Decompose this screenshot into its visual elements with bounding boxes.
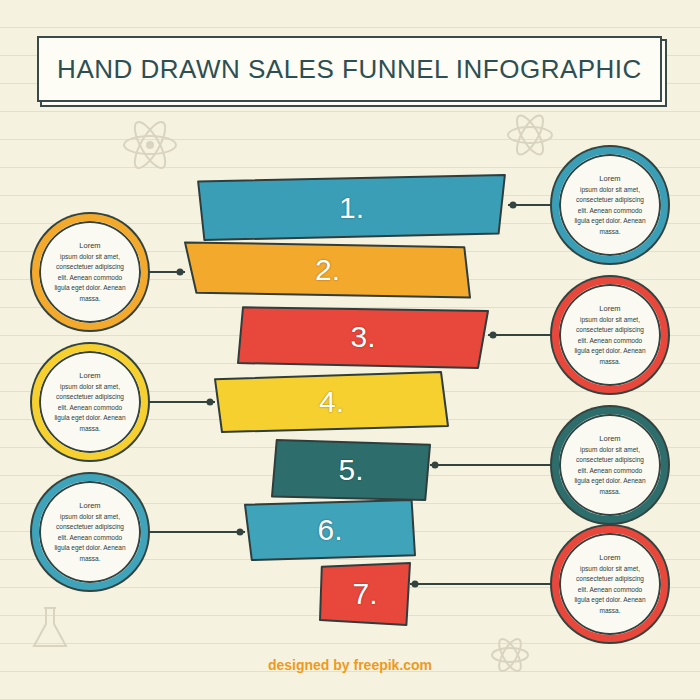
step-number: 3. (350, 322, 375, 352)
circle-body-text: ipsum dolor sit amet, consectetuer adipi… (54, 382, 126, 434)
circle-heading: Lorem (574, 552, 646, 564)
funnel-band: 1. (195, 175, 508, 240)
line-segment (148, 401, 215, 403)
circle-heading: Lorem (54, 370, 126, 382)
leader-line (148, 529, 245, 536)
leader-line (148, 399, 215, 406)
circle-body-text: ipsum dolor sit amet, consectetuer adipi… (574, 315, 646, 367)
info-circle: Loremipsum dolor sit amet, consectetuer … (552, 147, 668, 263)
line-dot (510, 202, 517, 209)
line-dot (490, 332, 497, 339)
step-number: 4. (319, 387, 344, 417)
leader-line (410, 581, 552, 588)
info-circle: Loremipsum dolor sit amet, consectetuer … (32, 474, 148, 590)
circle-text: Loremipsum dolor sit amet, consectetuer … (574, 552, 646, 616)
leader-line (148, 269, 185, 276)
funnel-band: 4. (215, 372, 448, 432)
line-segment (410, 583, 552, 585)
step-number: 2. (315, 255, 340, 285)
info-circle: Loremipsum dolor sit amet, consectetuer … (32, 214, 148, 330)
circle-heading: Lorem (574, 303, 646, 315)
line-segment (148, 531, 245, 533)
circle-body-text: ipsum dolor sit amet, consectetuer adipi… (54, 252, 126, 304)
info-circle: Loremipsum dolor sit amet, consectetuer … (32, 344, 148, 460)
info-circle: Loremipsum dolor sit amet, consectetuer … (552, 526, 668, 642)
leader-line (508, 202, 552, 209)
circle-body-text: ipsum dolor sit amet, consectetuer adipi… (574, 185, 646, 237)
circle-text: Loremipsum dolor sit amet, consectetuer … (574, 433, 646, 497)
funnel-band: 2. (185, 240, 470, 300)
title-box: HAND DRAWN SALES FUNNEL INFOGRAPHIC (37, 36, 662, 102)
leader-line (488, 332, 552, 339)
line-segment (430, 464, 552, 466)
circle-text: Loremipsum dolor sit amet, consectetuer … (54, 240, 126, 304)
watermark: designed by freepik.com (0, 656, 700, 674)
circle-body-text: ipsum dolor sit amet, consectetuer adipi… (574, 564, 646, 616)
circle-text: Loremipsum dolor sit amet, consectetuer … (54, 500, 126, 564)
line-dot (207, 399, 214, 406)
info-circle: Loremipsum dolor sit amet, consectetuer … (552, 277, 668, 393)
circle-text: Loremipsum dolor sit amet, consectetuer … (574, 173, 646, 237)
funnel-band: 3. (238, 306, 488, 368)
watermark-text: designed by freepik.com (268, 657, 432, 673)
circle-text: Loremipsum dolor sit amet, consectetuer … (574, 303, 646, 367)
line-dot (177, 269, 184, 276)
line-dot (237, 529, 244, 536)
title-text: HAND DRAWN SALES FUNNEL INFOGRAPHIC (57, 54, 642, 85)
circle-body-text: ipsum dolor sit amet, consectetuer adipi… (574, 445, 646, 497)
funnel-band: 5. (272, 440, 430, 500)
circle-heading: Lorem (574, 433, 646, 445)
step-number: 5. (338, 455, 363, 485)
leader-line (430, 462, 552, 469)
circle-heading: Lorem (574, 173, 646, 185)
line-segment (488, 334, 552, 336)
circle-text: Loremipsum dolor sit amet, consectetuer … (54, 370, 126, 434)
info-circle: Loremipsum dolor sit amet, consectetuer … (552, 407, 668, 523)
circle-heading: Lorem (54, 240, 126, 252)
funnel-band: 7. (320, 563, 410, 625)
step-number: 6. (317, 515, 342, 545)
step-number: 7. (352, 579, 377, 609)
funnel-band: 6. (245, 500, 415, 560)
line-dot (432, 462, 439, 469)
circle-heading: Lorem (54, 500, 126, 512)
circle-body-text: ipsum dolor sit amet, consectetuer adipi… (54, 512, 126, 564)
step-number: 1. (339, 193, 364, 223)
line-dot (412, 581, 419, 588)
